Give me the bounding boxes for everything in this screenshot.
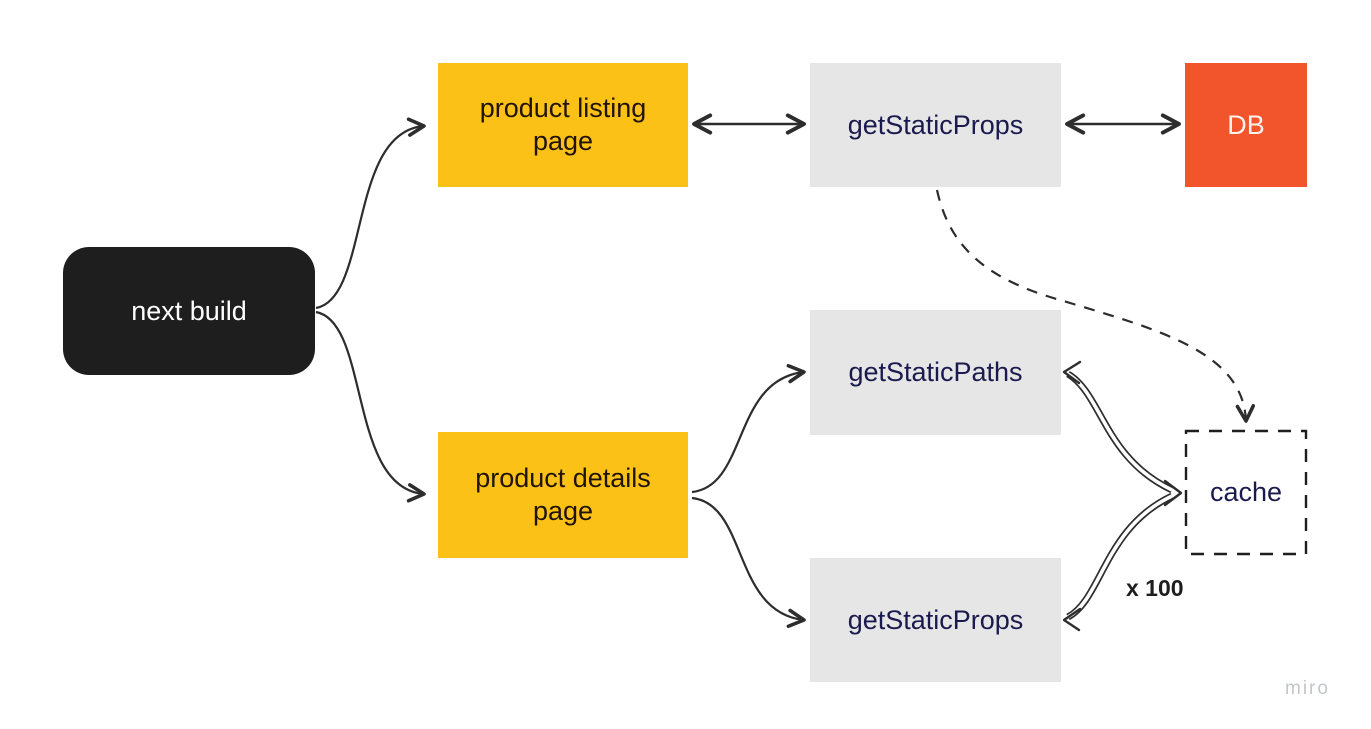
arrow-nextbuild-to-productlisting — [315, 117, 426, 310]
multiplier-annotation-label: x 100 — [1126, 575, 1184, 601]
node-product-details-page[interactable]: product details page — [438, 432, 688, 558]
node-next-build-label: next build — [131, 295, 247, 326]
node-get-static-paths[interactable]: getStaticPaths — [810, 310, 1061, 435]
node-db[interactable]: DB — [1185, 63, 1307, 187]
node-db-label: DB — [1227, 109, 1265, 140]
arrow-dashed-getstaticprops-to-cache — [935, 189, 1256, 423]
arrowhead-into-getstaticprops — [1062, 607, 1082, 632]
node-get-static-paths-label: getStaticPaths — [848, 357, 1023, 388]
multiplier-annotation[interactable]: x 100 — [1126, 575, 1184, 602]
miro-watermark-label: miro — [1285, 678, 1330, 699]
miro-watermark: miro — [1285, 678, 1330, 700]
node-product-details-page-label: product details page — [475, 463, 651, 526]
node-get-static-props-top-label: getStaticProps — [847, 109, 1024, 140]
arrow-double-getstaticpaths-cache — [1066, 370, 1174, 494]
node-get-static-props-bottom-label: getStaticProps — [847, 604, 1024, 635]
arrow-productdetails-to-getstaticpaths — [691, 364, 806, 494]
arrow-nextbuild-to-productdetails — [315, 310, 426, 503]
arrowhead-into-cache — [1163, 479, 1183, 507]
node-get-static-props-top[interactable]: getStaticProps — [810, 63, 1061, 187]
node-cache-label: cache — [1209, 477, 1283, 508]
node-product-listing-page[interactable]: product listing page — [438, 63, 688, 187]
arrow-productdetails-to-getstaticprops — [691, 496, 806, 628]
arrowhead-into-getstaticpaths — [1062, 360, 1082, 385]
node-product-listing-page-label: product listing page — [479, 93, 647, 156]
node-cache[interactable]: cache — [1188, 433, 1304, 552]
node-next-build[interactable]: next build — [63, 247, 315, 375]
node-get-static-props-bottom[interactable]: getStaticProps — [810, 558, 1061, 682]
